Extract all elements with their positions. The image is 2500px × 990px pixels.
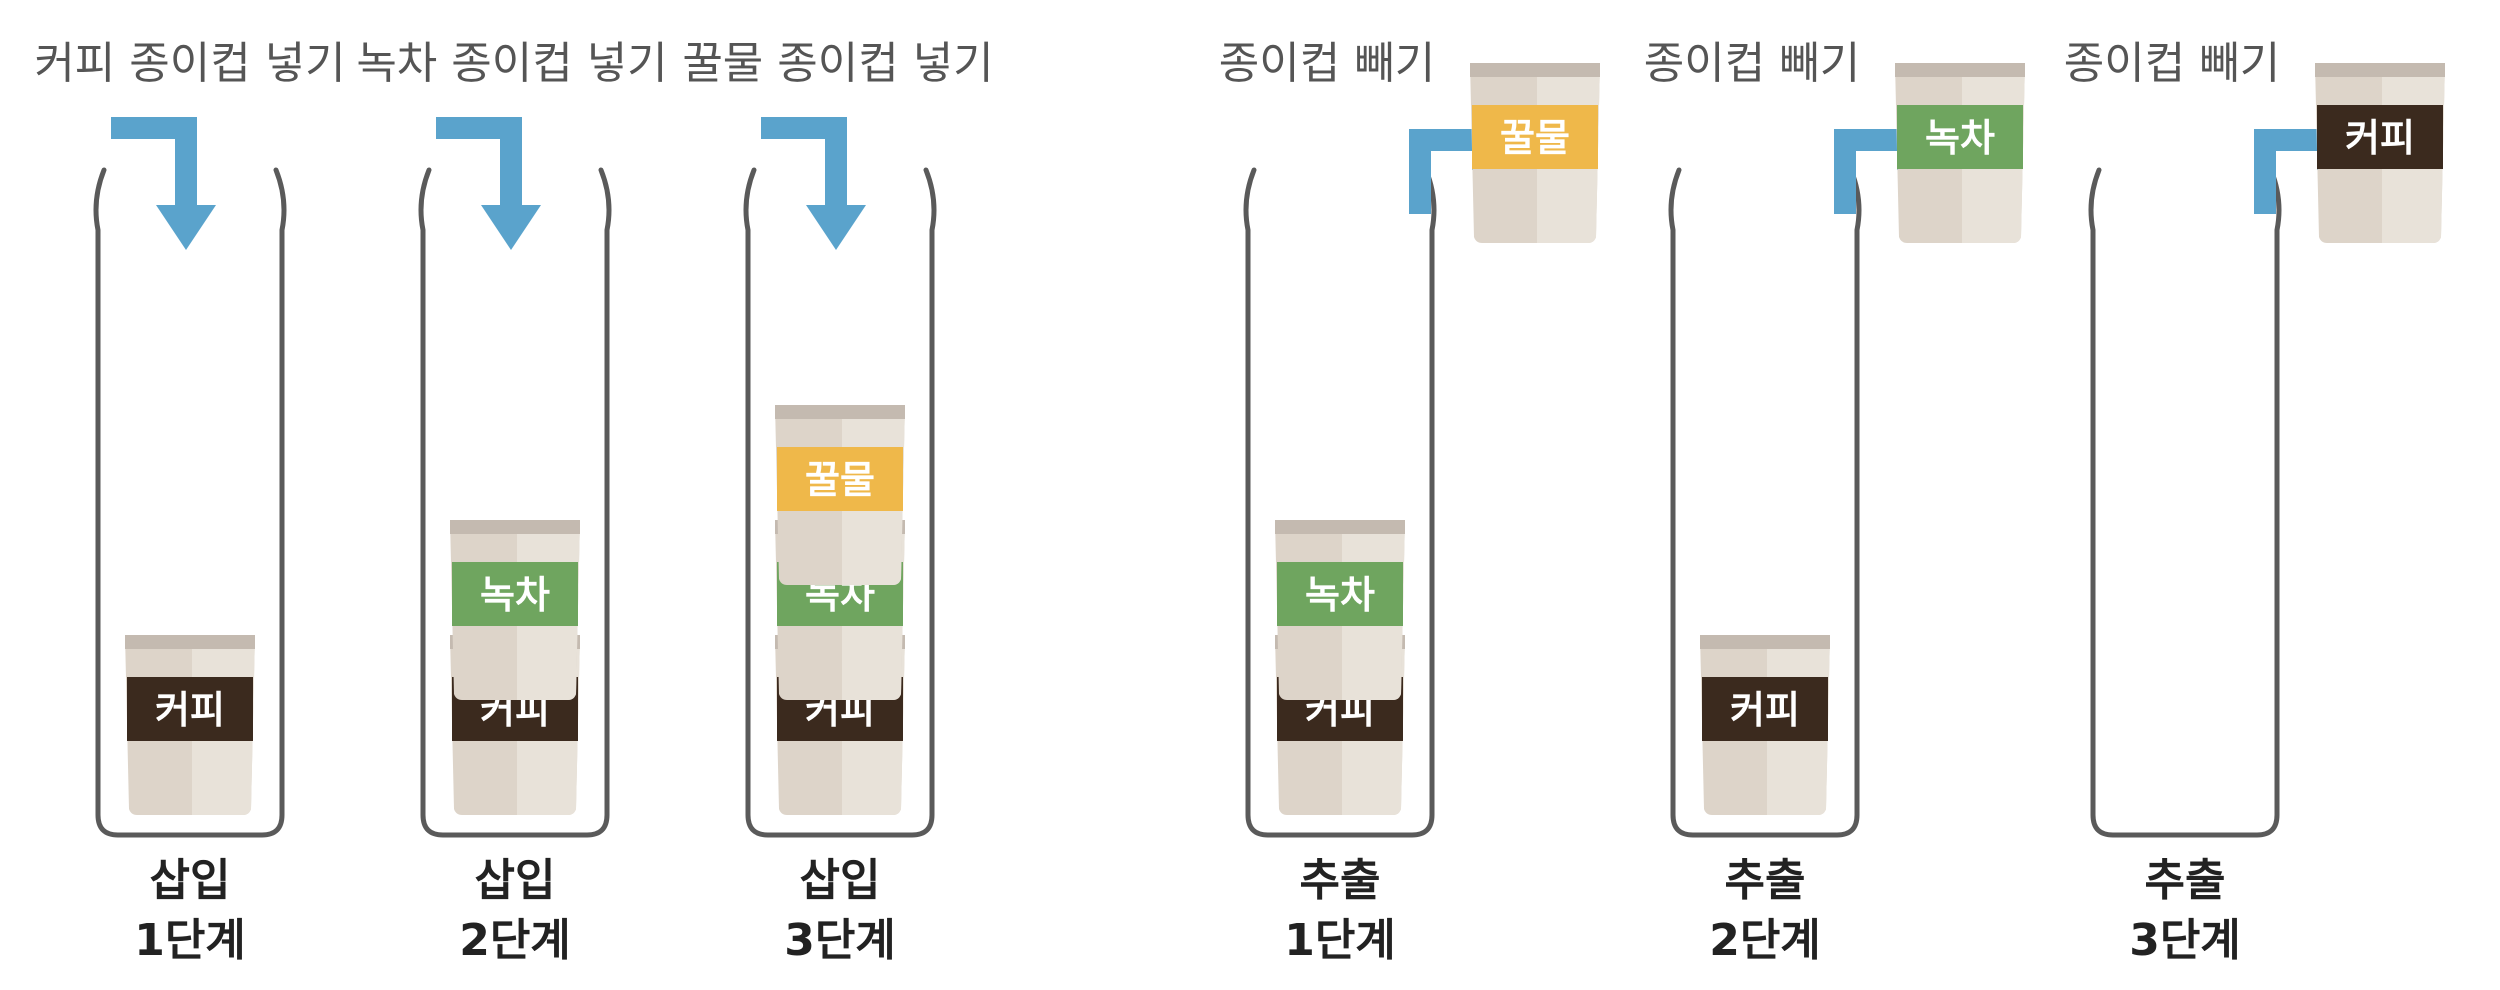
stage-kind: 추출: [1725, 855, 1806, 906]
panel-caption: 커피 종이컵 넣기: [34, 38, 345, 89]
cup-label: 꿀물: [805, 458, 875, 502]
stage-step: 1단계: [134, 915, 246, 966]
cup-greentea: 녹차: [1895, 63, 2025, 243]
cup-rim: [2315, 63, 2445, 77]
cup-rim: [1700, 635, 1830, 649]
insert-arrowhead-icon: [806, 205, 866, 250]
stage-kind: 삽입: [150, 855, 231, 906]
stage-kind: 삽입: [475, 855, 556, 906]
cup-label: 커피: [2345, 116, 2415, 160]
cup-band: [2317, 105, 2443, 169]
cup-rim: [125, 635, 255, 649]
stack-container: [93, 167, 287, 838]
panel-caption: 종이컵 빼기: [2064, 38, 2280, 89]
insert-arrow-icon: [436, 117, 522, 215]
cup-greentea: 녹차: [450, 520, 580, 700]
cup-rim: [1275, 520, 1405, 534]
stage-step: 2단계: [1709, 915, 1821, 966]
cup-honey: 꿀물: [775, 405, 905, 585]
stage-kind: 삽입: [800, 855, 881, 906]
cup-label: 커피: [155, 688, 225, 732]
cup-label: 커피: [1730, 688, 1800, 732]
cup-band: [127, 677, 253, 741]
cup-honey: 꿀물: [1470, 63, 1600, 243]
cup-label: 꿀물: [1500, 116, 1570, 160]
stage-step: 3단계: [2129, 915, 2241, 966]
cup-band: [1897, 105, 2023, 169]
cup-rim: [450, 520, 580, 534]
cup-rim: [1895, 63, 2025, 77]
panel-caption: 종이컵 빼기: [1644, 38, 1860, 89]
cup-coffee: 커피: [2315, 63, 2445, 243]
panel-caption: 종이컵 빼기: [1219, 38, 1435, 89]
cup-rim: [1470, 63, 1600, 77]
stage-kind: 추출: [2145, 855, 2226, 906]
cup-coffee: 커피: [1700, 635, 1830, 815]
stack-container: [1243, 167, 1437, 838]
cup-label: 녹차: [480, 573, 550, 617]
cup-band: [777, 447, 903, 511]
stack-container: [2088, 167, 2282, 838]
cup-band: [1702, 677, 1828, 741]
insert-arrow-icon: [111, 117, 197, 215]
insert-arrow-icon: [761, 117, 847, 215]
stage-step: 1단계: [1284, 915, 1396, 966]
extract-arrow-icon: [1409, 129, 1480, 214]
stack-container: [743, 167, 937, 838]
stage-step: 3단계: [784, 915, 896, 966]
extract-arrow-icon: [1834, 129, 1905, 214]
cup-band: [1472, 105, 1598, 169]
panel-caption: 꿀물 종이컵 넣기: [682, 38, 993, 89]
panel-caption: 녹차 종이컵 넣기: [356, 38, 667, 89]
cup-rim: [775, 405, 905, 419]
cup-greentea: 녹차: [1275, 520, 1405, 700]
cup-coffee: 커피: [125, 635, 255, 815]
stack-container: [1668, 167, 1862, 838]
stage-kind: 추출: [1300, 855, 1381, 906]
cup-band: [1277, 562, 1403, 626]
stack-container: [418, 167, 612, 838]
cup-label: 녹차: [1305, 573, 1375, 617]
insert-arrowhead-icon: [156, 205, 216, 250]
cup-label: 녹차: [1925, 116, 1995, 160]
cup-band: [452, 562, 578, 626]
stage-step: 2단계: [459, 915, 571, 966]
extract-arrow-icon: [2254, 129, 2325, 214]
insert-arrowhead-icon: [481, 205, 541, 250]
